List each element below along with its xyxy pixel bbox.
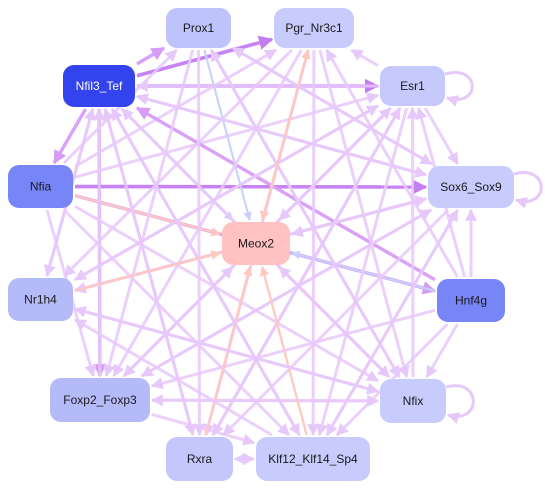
edge-klf-to-sox6 (325, 208, 459, 436)
edge-foxp2-to-nfil3 (93, 107, 106, 377)
edge-esr1-to-pgr (350, 48, 379, 67)
self-loop-nfix (445, 384, 475, 424)
node-box-pgr[interactable] (274, 8, 354, 48)
node-label-rxra: Rxra (187, 452, 213, 466)
node-nfia[interactable]: Nfia (8, 165, 73, 208)
node-nfil3[interactable]: Nfil3_Tef (63, 65, 135, 107)
node-box-nfil3[interactable] (63, 65, 135, 107)
self-loop-esr1 (444, 71, 474, 107)
node-label-prox1: Prox1 (183, 21, 215, 35)
node-klf[interactable]: Klf12_Klf14_Sp4 (256, 437, 370, 481)
edge-pgr-to-foxp2 (112, 49, 303, 378)
node-nfix[interactable]: Nfix (380, 379, 446, 423)
self-loop-sox6 (513, 171, 543, 209)
node-box-hnf4g[interactable] (437, 279, 505, 322)
edge-nr1h4-to-meox2 (74, 250, 221, 292)
edge-foxp2-to-meox2 (122, 265, 234, 378)
edge-nfil3-to-pgr (136, 35, 274, 78)
edge-hnf4g-to-nfil3 (135, 106, 436, 282)
node-pgr[interactable]: Pgr_Nr3c1 (274, 8, 354, 48)
edge-nfia-to-nfix (74, 205, 380, 383)
node-label-nfil3: Nfil3_Tef (76, 79, 123, 93)
node-box-nfix[interactable] (380, 379, 446, 423)
edge-pgr-to-nr1h4 (63, 48, 293, 278)
edge-foxp2-to-klf (151, 412, 256, 446)
edge-prox1-to-sox6 (232, 46, 433, 166)
edge-esr1-to-sox6 (423, 107, 459, 166)
edge-nfix-to-foxp2 (150, 394, 379, 407)
edge-hnf4g-to-nfix (425, 323, 459, 379)
node-box-sox6[interactable] (428, 166, 514, 208)
node-box-nr1h4[interactable] (8, 278, 73, 321)
node-label-klf: Klf12_Klf14_Sp4 (268, 452, 358, 466)
node-label-nfia: Nfia (30, 180, 52, 194)
edge-prox1-to-meox2 (203, 49, 252, 221)
edge-pgr-to-klf (307, 49, 320, 437)
node-label-foxp2: Foxp2_Foxp3 (63, 393, 137, 407)
edge-prox1-to-rxra (193, 49, 206, 437)
node-box-prox1[interactable] (166, 8, 231, 48)
node-esr1[interactable]: Esr1 (380, 66, 445, 106)
node-box-esr1[interactable] (380, 66, 445, 106)
node-label-meox2: Meox2 (238, 237, 274, 251)
node-label-sox6: Sox6_Sox9 (440, 180, 502, 194)
node-prox1[interactable]: Prox1 (166, 8, 231, 48)
edge-sox6-to-nfil3 (135, 93, 427, 177)
node-label-hnf4g: Hnf4g (455, 294, 487, 308)
node-label-nfix: Nfix (403, 394, 424, 408)
edge-rxra-to-esr1 (211, 106, 402, 436)
node-box-rxra[interactable] (166, 437, 233, 481)
edge-nr1h4-to-esr1 (74, 104, 380, 282)
node-sox6[interactable]: Sox6_Sox9 (428, 166, 514, 208)
node-label-nr1h4: Nr1h4 (24, 293, 57, 307)
node-hnf4g[interactable]: Hnf4g (437, 279, 505, 322)
node-box-foxp2[interactable] (50, 378, 150, 422)
node-meox2[interactable]: Meox2 (222, 222, 290, 265)
node-nr1h4[interactable]: Nr1h4 (8, 278, 73, 321)
edge-klf-to-nfil3 (110, 107, 301, 436)
edge-nfix-to-prox1 (209, 48, 401, 378)
edge-klf-to-nr1h4 (73, 318, 273, 437)
node-rxra[interactable]: Rxra (166, 437, 233, 481)
edge-nfil3-to-nfia (52, 108, 88, 165)
edge-foxp2-to-sox6 (141, 208, 432, 378)
edge-meox2-to-pgr (261, 49, 311, 221)
node-box-nfia[interactable] (8, 165, 73, 208)
node-label-esr1: Esr1 (400, 79, 425, 93)
node-foxp2[interactable]: Foxp2_Foxp3 (50, 378, 150, 422)
edge-nfil3-to-prox1 (136, 46, 166, 66)
node-box-meox2[interactable] (222, 222, 290, 265)
node-box-klf[interactable] (256, 437, 370, 481)
edge-nr1h4-to-nfix (74, 307, 380, 395)
edge-klf-to-meox2 (259, 266, 308, 436)
node-label-pgr: Pgr_Nr3c1 (285, 21, 343, 35)
